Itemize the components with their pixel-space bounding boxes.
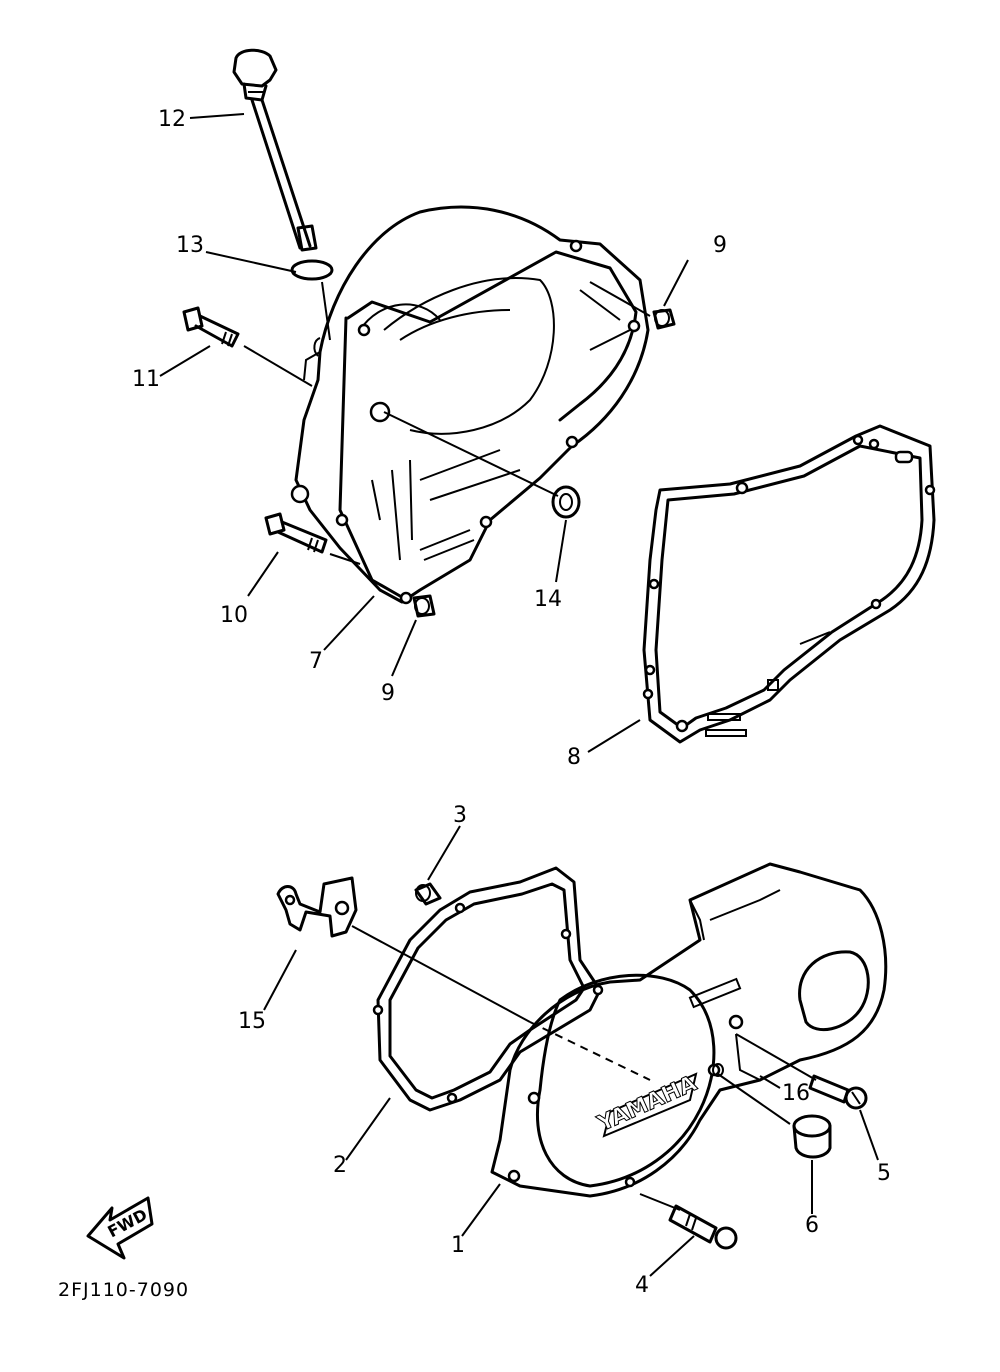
callout-6: 6 [805, 1213, 819, 1238]
forward-arrow-icon: FWD [86, 1196, 154, 1260]
leader-lines [159, 113, 879, 1277]
yamaha-logo: YAMAHA [593, 1071, 700, 1137]
callout-3: 3 [453, 803, 467, 828]
callout-8: 8 [567, 745, 581, 770]
callout-7: 7 [309, 649, 323, 674]
callout-9-upper: 9 [713, 233, 727, 258]
part-14-oil-seal [551, 485, 581, 519]
part-7-crankcase-cover [290, 205, 650, 605]
callout-2: 2 [333, 1153, 347, 1178]
callout-5: 5 [877, 1161, 891, 1186]
part-6-plug [792, 1114, 832, 1159]
part-5-bolt [808, 1074, 868, 1110]
part-4-bolt [668, 1204, 738, 1250]
part-9-dowel-upper [652, 308, 676, 330]
callout-1: 1 [451, 1233, 465, 1258]
callout-11: 11 [132, 367, 160, 392]
part-16-plug [712, 1063, 724, 1077]
callout-4: 4 [635, 1273, 649, 1298]
part-1-outer-cover: YAMAHA [490, 862, 888, 1198]
part-15-bracket [276, 876, 358, 938]
callout-12: 12 [158, 107, 186, 132]
part-10-bolt [264, 512, 328, 554]
part-11-bolt [182, 306, 240, 348]
part-13-o-ring [290, 259, 334, 281]
part-9-dowel-lower [412, 594, 436, 618]
callout-14: 14 [534, 587, 562, 612]
callout-15: 15 [238, 1009, 266, 1034]
callout-9-lower: 9 [381, 681, 395, 706]
part-2-gasket [372, 866, 602, 1112]
callout-10: 10 [220, 603, 248, 628]
part-8-gasket [642, 424, 936, 744]
part-12-dipstick [232, 48, 318, 252]
diagram-code: 2FJ110-7090 [58, 1279, 189, 1301]
callout-13: 13 [176, 233, 204, 258]
callout-16: 16 [782, 1081, 810, 1106]
part-3-dowel [414, 882, 442, 906]
